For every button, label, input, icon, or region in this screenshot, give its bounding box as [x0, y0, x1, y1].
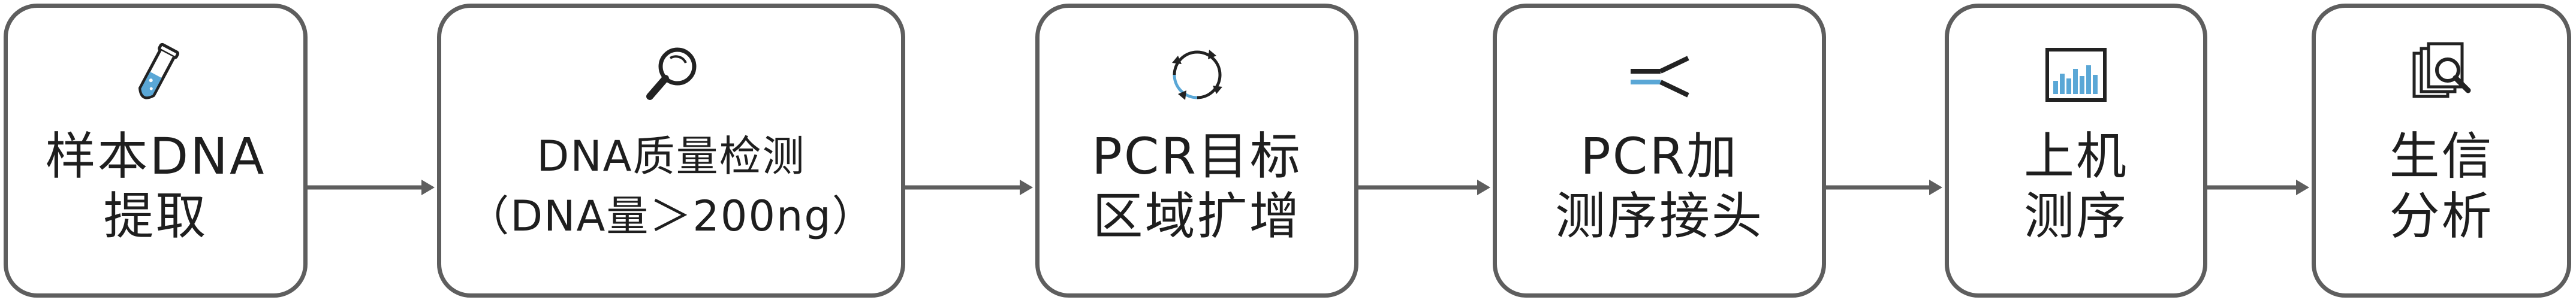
adapter-icon	[1623, 39, 1695, 111]
sequencer-icon	[2040, 39, 2112, 111]
test-tube-icon	[120, 39, 192, 111]
step-label-line-2: 区域扩增	[1092, 187, 1301, 246]
step-label-line-1: 上机	[2023, 127, 2128, 186]
flow-arrow-1	[308, 0, 437, 306]
step-pcr-add-adapters: PCR加 测序接头	[1493, 4, 1826, 298]
step-label-line-1: 生信	[2389, 127, 2494, 186]
step-label: PCR目标 区域扩增	[1092, 126, 1302, 246]
step-label-line-1: PCR目标	[1092, 127, 1302, 186]
step-label: 样本DNA 提取	[46, 126, 266, 246]
step-sample-dna-extraction: 样本DNA 提取	[4, 4, 308, 298]
step-label-line-2: 分析	[2389, 187, 2494, 246]
flow-arrow-3	[1358, 0, 1493, 306]
step-label-line-2: 测序接头	[1554, 187, 1764, 246]
step-label-line-2: 测序	[2023, 187, 2128, 246]
step-bioinformatics-analysis: 生信 分析	[2312, 4, 2571, 298]
flow-arrow-5	[2207, 0, 2312, 306]
step-sequencing: 上机 测序	[1945, 4, 2207, 298]
step-label-line-2: （DNA量＞200ng）	[467, 192, 875, 241]
step-dna-quality-check: DNA质量检测 （DNA量＞200ng）	[437, 4, 905, 298]
step-label-line-2: 提取	[103, 187, 208, 246]
step-label: PCR加 测序接头	[1555, 126, 1764, 246]
magnifier-icon	[635, 39, 707, 111]
flow-arrow-2	[905, 0, 1035, 306]
step-label-line-1: PCR加	[1580, 127, 1739, 186]
step-label: 生信 分析	[2389, 126, 2493, 246]
analysis-icon	[2406, 39, 2478, 111]
step-label-line-1: 样本DNA	[45, 127, 266, 186]
flow-arrow-4	[1826, 0, 1945, 306]
step-label: DNA质量检测 （DNA量＞200ng）	[467, 126, 875, 246]
cycle-arrows-icon	[1161, 39, 1233, 111]
step-label: 上机 测序	[2024, 126, 2128, 246]
step-label-line-1: DNA质量检测	[537, 132, 806, 181]
step-pcr-target-amplification: PCR目标 区域扩增	[1035, 4, 1358, 298]
